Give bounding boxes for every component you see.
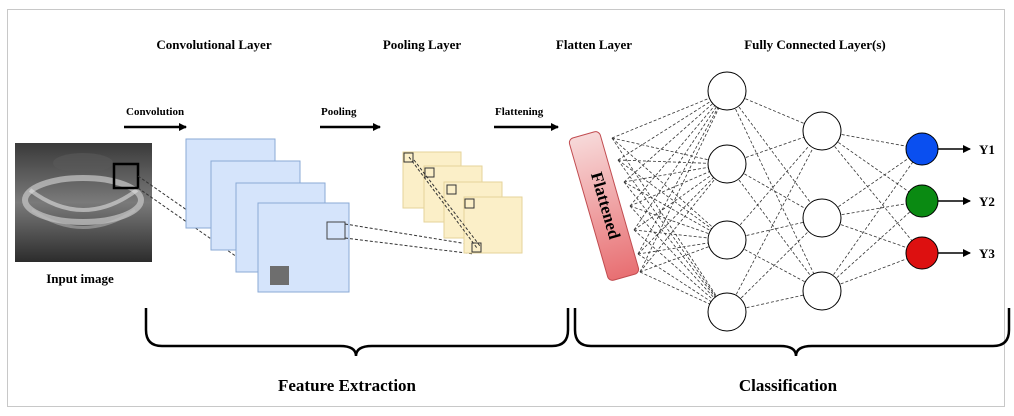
output-neuron-y3 (905, 236, 939, 270)
connection-edge (637, 163, 728, 255)
connection-edge (821, 148, 923, 219)
connection-edge (633, 90, 728, 231)
connection-edge (726, 90, 823, 292)
pool-cell (471, 242, 482, 253)
pool-cell (424, 167, 435, 178)
flattening-op-label: Flattening (495, 106, 544, 118)
neuron (707, 292, 747, 332)
connection-edge (611, 90, 728, 139)
pool-cell (446, 184, 457, 195)
hidden-layer-1 (707, 71, 747, 332)
feature-extraction-label: Feature Extraction (278, 376, 417, 395)
feature-extraction-brace (144, 308, 570, 357)
pooling-op-label: Pooling (321, 106, 357, 118)
pool-feature-maps (402, 151, 523, 254)
diagram-frame (7, 9, 1005, 407)
pool-feature-map (463, 196, 523, 254)
connection-edge (623, 181, 728, 313)
connection-edge (726, 217, 823, 313)
neuron (707, 144, 747, 184)
connection-edge (821, 148, 923, 292)
connection-edge (611, 137, 728, 241)
conv-output-cell (270, 266, 289, 285)
connection-edge (639, 163, 728, 273)
neuron (802, 111, 842, 151)
connection-edge (623, 90, 728, 183)
flatten-layer-title: Flatten Layer (556, 37, 632, 52)
input-xray-image (15, 143, 152, 262)
neuron (802, 198, 842, 238)
neuron (707, 220, 747, 260)
classification-brace (573, 308, 1011, 357)
connection-edge (637, 90, 728, 255)
connection-edge (617, 159, 728, 241)
output-neuron-y2 (905, 184, 939, 218)
pool-cell (403, 152, 414, 163)
output-label-y2: Y2 (979, 194, 995, 209)
projection-line (344, 237, 475, 255)
connection-edge (617, 90, 728, 161)
neuron (802, 271, 842, 311)
connection-edge (637, 253, 728, 313)
conv-feature-maps (185, 138, 350, 293)
connection-edge (639, 271, 728, 313)
pooling-layer-title: Pooling Layer (383, 37, 462, 52)
connection-edge (633, 229, 728, 313)
pool-cell (464, 198, 475, 209)
convolutional-layer-title: Convolutional Layer (156, 37, 271, 52)
connection-edge (629, 90, 728, 207)
connection-edge (821, 200, 923, 292)
hidden-layer-2 (802, 111, 842, 311)
connection-edge (629, 205, 728, 313)
projection-line (408, 156, 478, 249)
classification-label: Classification (739, 376, 838, 395)
projection-line (137, 187, 271, 281)
network-connections (611, 90, 923, 313)
connection-edge (821, 130, 923, 254)
connection-edge (726, 130, 823, 241)
connection-edge (726, 130, 823, 313)
convolution-op-label: Convolution (126, 106, 184, 118)
connection-edge (726, 163, 823, 292)
output-layer (905, 132, 939, 270)
connection-edge (617, 159, 728, 313)
projection-line (413, 159, 481, 247)
projection-line (344, 223, 475, 246)
neuron (707, 71, 747, 111)
output-neuron-y1 (905, 132, 939, 166)
output-label-y1: Y1 (979, 142, 995, 157)
pool-window (326, 221, 346, 240)
output-label-y3: Y3 (979, 246, 995, 261)
input-image-label: Input image (46, 271, 114, 286)
connection-edge (639, 90, 728, 273)
fully-connected-layer-title: Fully Connected Layer(s) (744, 37, 886, 52)
connection-edge (629, 163, 728, 207)
connection-edge (821, 130, 923, 202)
connection-edge (726, 90, 823, 219)
